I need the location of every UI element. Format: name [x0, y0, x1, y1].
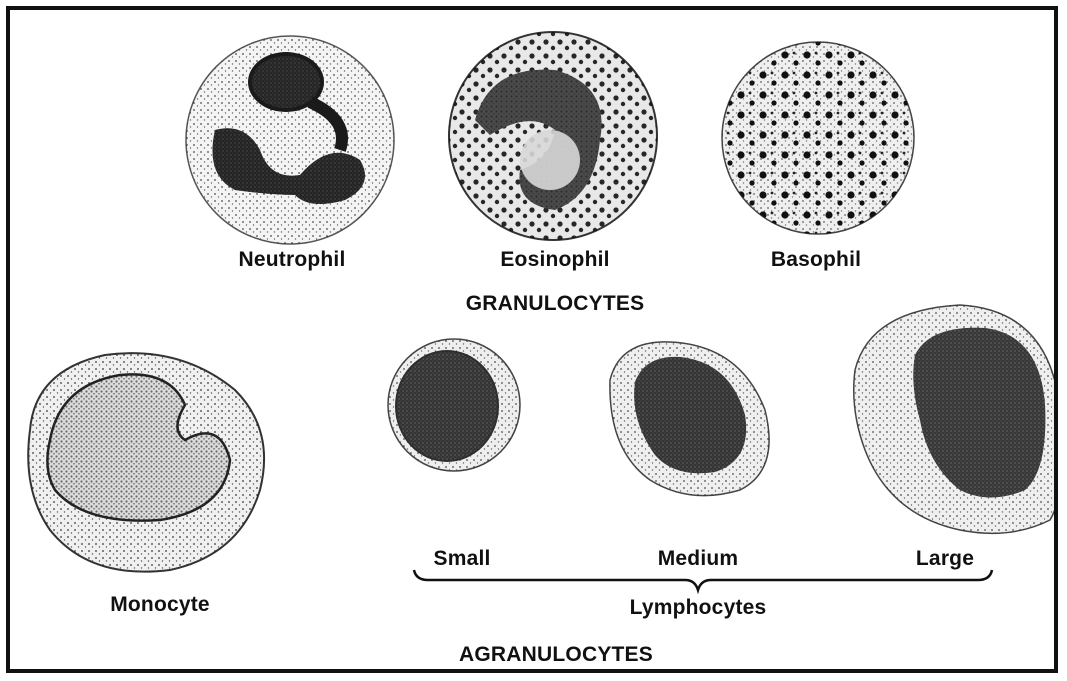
- monocyte-label: Monocyte: [110, 593, 210, 617]
- eosinophil-label: Eosinophil: [500, 248, 609, 272]
- granulocytes-heading: GRANULOCYTES: [466, 292, 645, 316]
- lymphocytes-label: Lymphocytes: [630, 596, 767, 620]
- figure-frame: Neutrophil Eosinophil Basophil GRANULOCY…: [6, 6, 1058, 673]
- cells-illustration: [10, 10, 1058, 673]
- neutrophil-label: Neutrophil: [239, 248, 346, 272]
- medium-lymphocyte-cell: [610, 342, 769, 496]
- lymphocytes-brace: [414, 570, 992, 590]
- basophil-label: Basophil: [771, 248, 861, 272]
- large-lymphocyte-cell: [854, 305, 1058, 533]
- small-lymphocyte-label: Small: [433, 547, 490, 571]
- neutrophil-cell: [186, 36, 394, 244]
- agranulocytes-heading: AGRANULOCYTES: [459, 643, 653, 667]
- small-lymphocyte-cell: [388, 339, 520, 471]
- eosinophil-cell: [449, 32, 657, 240]
- basophil-cell: [722, 42, 914, 234]
- monocyte-cell: [28, 353, 264, 571]
- medium-lymphocyte-label: Medium: [658, 547, 739, 571]
- large-lymphocyte-label: Large: [916, 547, 974, 571]
